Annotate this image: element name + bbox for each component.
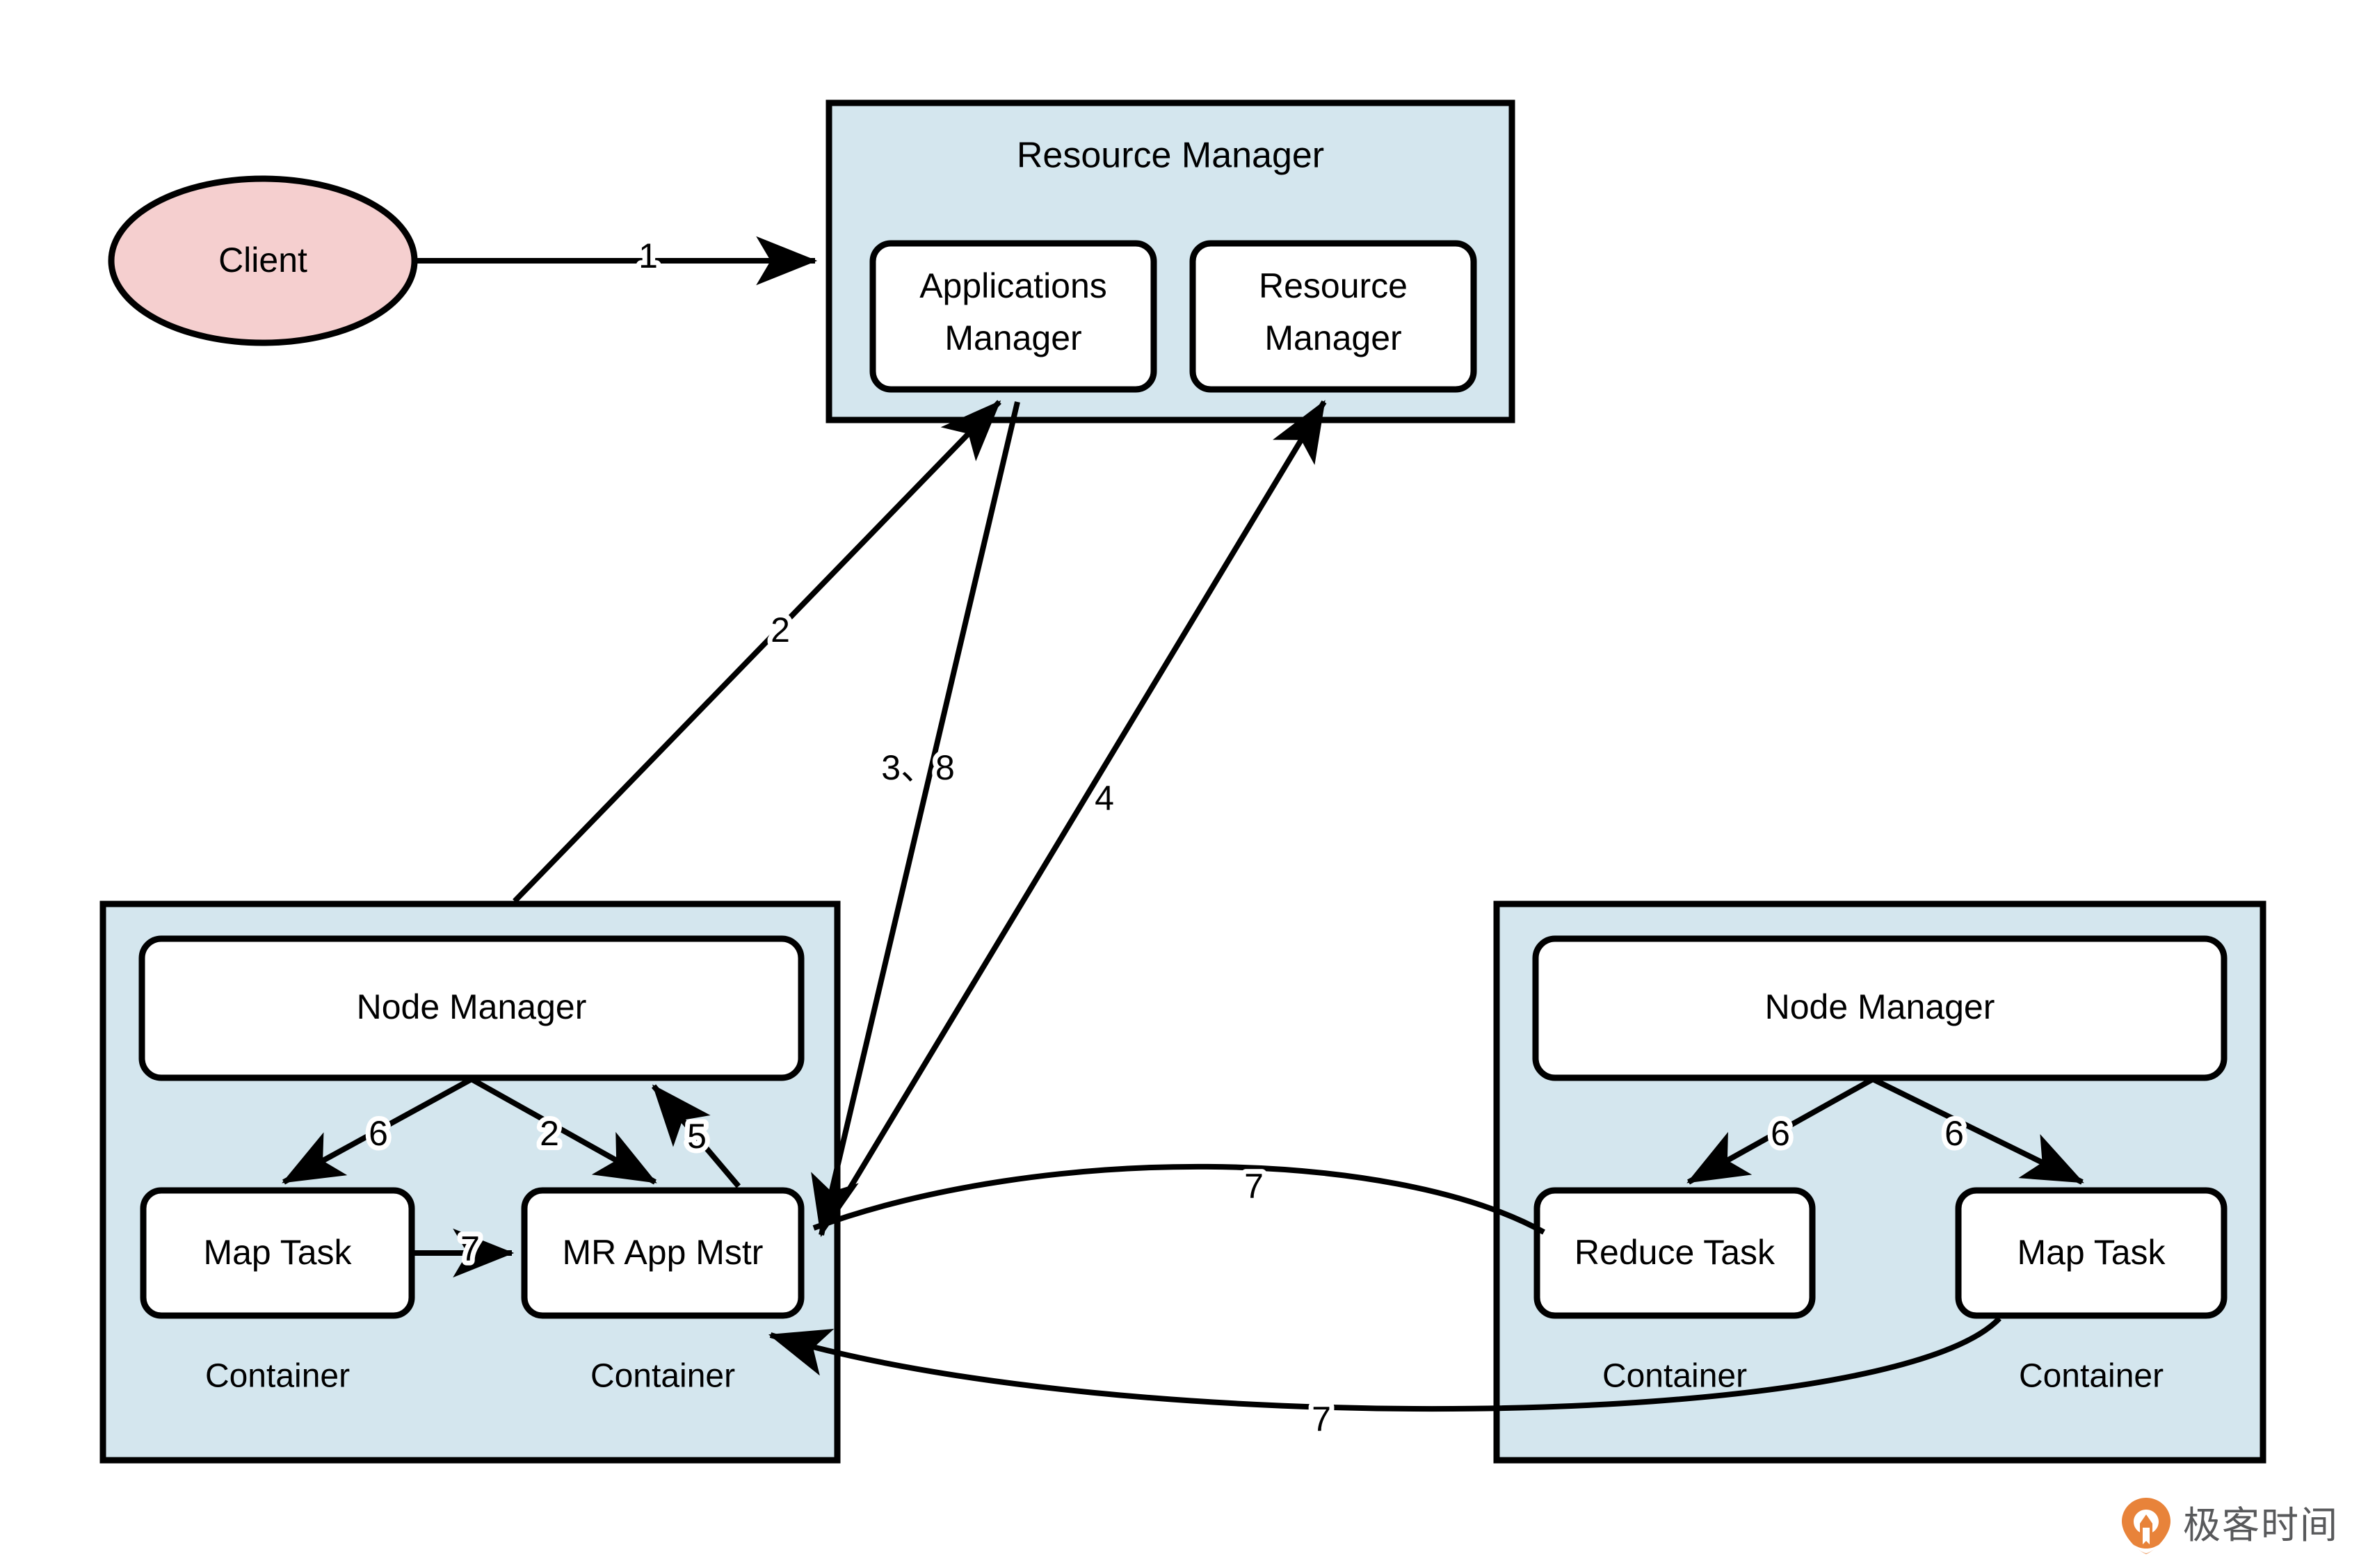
map-task-left-rect [140,1187,415,1319]
node-manager-right-group[interactable]: Node Manager Reduce Task Container Map T… [1493,900,2266,1464]
edge-4-line [829,400,1327,1220]
mr-app-mstr-box[interactable]: MR App Mstr Container [521,1187,805,1395]
edge-node-left-to-applications-manager: 2 [513,400,1001,903]
edge-6-left-line [282,1076,473,1185]
edge-5-line [651,1084,741,1188]
reduce-task-rect [1533,1187,1816,1319]
container-label-left-1: Container [205,1358,350,1395]
edge-label-3-8: 3、8 [881,748,955,787]
edge-2-inner-line [470,1076,657,1185]
edge-label-2-inner: 2 [540,1114,559,1153]
edge-shuffle-top: 7 [812,1162,1545,1235]
node-manager-right-rect [1532,935,2228,1081]
map-task-right-label: Map Task [2017,1233,2166,1272]
node-manager-right-label: Node Manager [1765,987,1995,1026]
container-label-right-2: Container [2019,1358,2164,1395]
edge-7-top-curve [812,1163,1545,1235]
resource-manager-inner-label-line1: Resource [1259,266,1408,305]
resource-manager-group-title: Resource Manager [1017,136,1324,176]
edge-label-2-long: 2 [771,611,790,649]
applications-manager-rect [869,240,1157,393]
edge-label-6-left: 6 [369,1114,388,1153]
map-task-right-box[interactable]: Map Task Container [1955,1187,2228,1395]
reduce-task-label: Reduce Task [1574,1233,1775,1272]
map-task-right-rect [1955,1187,2228,1319]
resource-manager-inner-rect [1189,240,1477,393]
mr-app-mstr-label: MR App Mstr [563,1233,764,1272]
edge-label-5: 5 [687,1117,707,1156]
edge-mr-app-mstr-to-applications-manager: 3、8 [811,401,1020,1238]
applications-manager-label-line1: Applications [919,266,1107,305]
map-task-left-box[interactable]: Map Task Container [140,1187,415,1395]
brand-watermark: 极客时间 [2119,1496,2339,1555]
edge-label-7-bottom: 7 [1312,1400,1331,1439]
container-label-left-2: Container [590,1358,735,1395]
resource-manager-inner-box[interactable]: Resource Manager [1189,240,1477,393]
edge-3-8-line [811,401,1020,1238]
client-node[interactable]: Client [108,175,418,346]
brand-name: 极客时间 [2183,1503,2339,1547]
map-task-left-label: Map Task [203,1233,352,1272]
edge-7-bottom-curve [768,1316,2001,1412]
mr-app-mstr-rect [521,1187,805,1319]
applications-manager-label-line2: Manager [944,318,1081,357]
resource-manager-inner-label-line2: Manager [1264,318,1401,357]
container-label-right-1: Container [1602,1358,1747,1395]
node-manager-left-rect [138,935,805,1081]
applications-manager-box[interactable]: Applications Manager [869,240,1157,393]
edge-label-4: 4 [1095,779,1114,818]
edge-6-reduce-line [1686,1076,1874,1185]
client-label: Client [218,241,307,280]
edge-client-to-resource-manager: 1 [414,232,818,286]
edge-label-7-top: 7 [1244,1167,1264,1206]
reduce-task-box[interactable]: Reduce Task Container [1533,1187,1816,1395]
edge-label-6-reduce: 6 [1771,1114,1790,1153]
edge-label-7-inner: 7 [460,1229,480,1268]
edge-6-map-right-line [1871,1076,2084,1185]
node-manager-left-box[interactable]: Node Manager [138,935,805,1081]
edge-2-long-line [513,400,1001,903]
edge-label-1: 1 [638,236,658,275]
edge-label-6-map-right: 6 [1944,1114,1964,1153]
resource-manager-group[interactable]: Resource Manager Applications Manager Re… [825,99,1515,423]
location-pin-icon [2122,1498,2170,1554]
node-manager-right-box[interactable]: Node Manager [1532,935,2228,1081]
node-manager-left-label: Node Manager [357,987,587,1026]
node-manager-left-group[interactable]: Node Manager Map Task Container MR App M… [99,900,841,1464]
edge-mr-app-mstr-to-resource-manager: 4 [829,400,1327,1220]
